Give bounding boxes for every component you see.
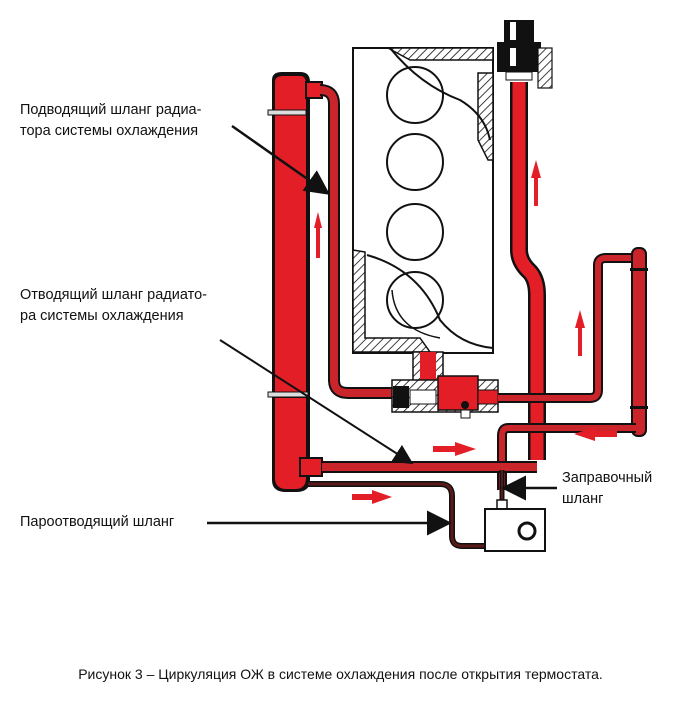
supply-hose-pipe (319, 84, 395, 399)
radiator (267, 72, 323, 492)
leader-return-hose (219, 339, 414, 465)
leader-supply-hose (231, 124, 331, 195)
expansion-tank (484, 499, 546, 552)
figure-caption: Рисунок 3 – Циркуляция ОЖ в системе охла… (78, 666, 603, 682)
label-vapor-hose: Пароотводящий шланг (20, 514, 175, 530)
label-return-hose-line1: Отводящий шланг радиато- (20, 287, 207, 303)
cylinder-4 (386, 271, 444, 329)
vapor-hose-pipe (308, 481, 488, 549)
flow-arrow-heater-return (575, 310, 585, 356)
label-supply-hose-line1: Подводящий шланг радиа- (20, 102, 202, 118)
return-hose-pipe (299, 457, 537, 477)
temperature-sensor (497, 20, 553, 89)
flow-arrow-radiator-supply (314, 212, 322, 258)
thermostat (391, 351, 499, 419)
label-supply-hose: Подводящий шланг радиа- тора системы охл… (20, 100, 201, 142)
engine-block (352, 47, 494, 354)
flow-arrow-engine-outlet (531, 160, 541, 206)
label-filler-hose-line1: Заправочный (562, 470, 653, 486)
cylinder-3 (386, 203, 444, 261)
cylinder-2 (386, 133, 444, 191)
flow-arrow-heater-lower (574, 427, 617, 441)
label-return-hose-line2: ра системы охлаждения (20, 308, 184, 324)
engine-outlet-pipe (510, 82, 546, 460)
label-return-hose: Отводящий шланг радиато- ра системы охла… (20, 285, 207, 327)
label-supply-hose-line2: тора системы охлаждения (20, 123, 199, 139)
label-filler-hose-line2: шланг (562, 491, 604, 507)
label-filler-hose: Заправочный шланг (562, 468, 652, 510)
flow-arrow-return-hose (433, 442, 476, 456)
cylinder-1 (386, 66, 444, 124)
heater-loop (497, 247, 648, 490)
flow-arrow-vapor-line (352, 490, 392, 504)
